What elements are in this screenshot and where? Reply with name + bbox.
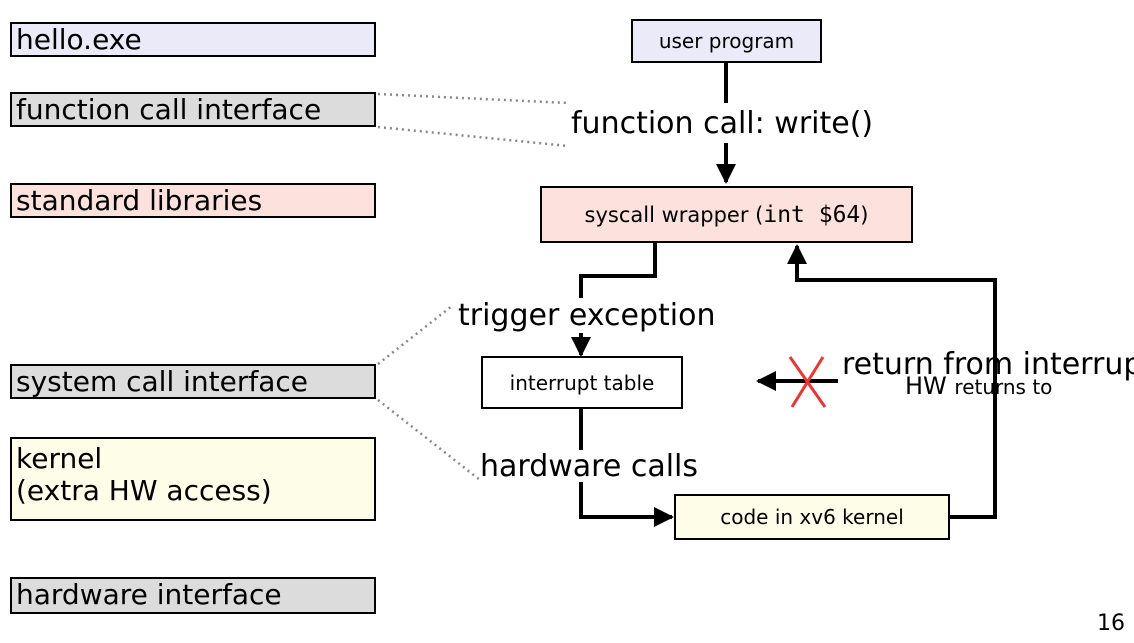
interrupt-table-label: interrupt table bbox=[509, 370, 655, 395]
page-number: 16 bbox=[1097, 611, 1125, 636]
layer-function-call-interface: function call interface bbox=[10, 92, 376, 127]
hw-returns-to-label: HW returns to bbox=[905, 372, 1053, 400]
interrupt-table-box: interrupt table bbox=[481, 356, 683, 409]
layer-hello-exe: hello.exe bbox=[10, 22, 376, 57]
syscall-wrapper-box: syscall wrapper ( int $64 ) bbox=[540, 186, 913, 243]
flow-arrow bbox=[787, 244, 997, 519]
syscall-wrapper-code: int $64 bbox=[763, 201, 861, 228]
layer-label-line2: (extra HW access) bbox=[16, 474, 272, 507]
dotted-connector bbox=[377, 305, 453, 365]
syscall-wrapper-close: ) bbox=[860, 202, 869, 227]
hardware-calls-label: hardware calls bbox=[480, 449, 699, 484]
layer-hardware-interface: hardware interface bbox=[10, 577, 376, 614]
kernel-code-label: code in xv6 kernel bbox=[720, 505, 904, 529]
dotted-connector bbox=[377, 399, 481, 481]
user-program-box: user program bbox=[631, 19, 822, 63]
syscall-wrapper-text: syscall wrapper ( bbox=[584, 202, 764, 227]
dotted-connector bbox=[377, 125, 569, 148]
red-x-mark bbox=[790, 356, 825, 408]
layer-label: function call interface bbox=[16, 93, 322, 126]
layer-label: hello.exe bbox=[16, 23, 142, 56]
flow-arrow bbox=[579, 243, 657, 298]
kernel-code-box: code in xv6 kernel bbox=[674, 494, 950, 540]
user-program-label: user program bbox=[658, 29, 795, 53]
layer-label: standard libraries bbox=[16, 184, 263, 217]
trigger-exception-label: trigger exception bbox=[458, 298, 716, 333]
layer-label-line1: kernel bbox=[16, 442, 103, 475]
layer-standard-libraries: standard libraries bbox=[10, 183, 376, 218]
function-call-label: function call: write() bbox=[571, 106, 874, 141]
layer-system-call-interface: system call interface bbox=[10, 364, 376, 399]
layer-kernel: kernel (extra HW access) bbox=[10, 437, 376, 521]
dotted-connector bbox=[377, 92, 569, 105]
layer-label: hardware interface bbox=[16, 578, 282, 611]
return-from-interrupt-label: return from interrupt bbox=[842, 347, 1134, 382]
layer-label: system call interface bbox=[16, 365, 309, 398]
flow-arrow bbox=[579, 482, 674, 527]
